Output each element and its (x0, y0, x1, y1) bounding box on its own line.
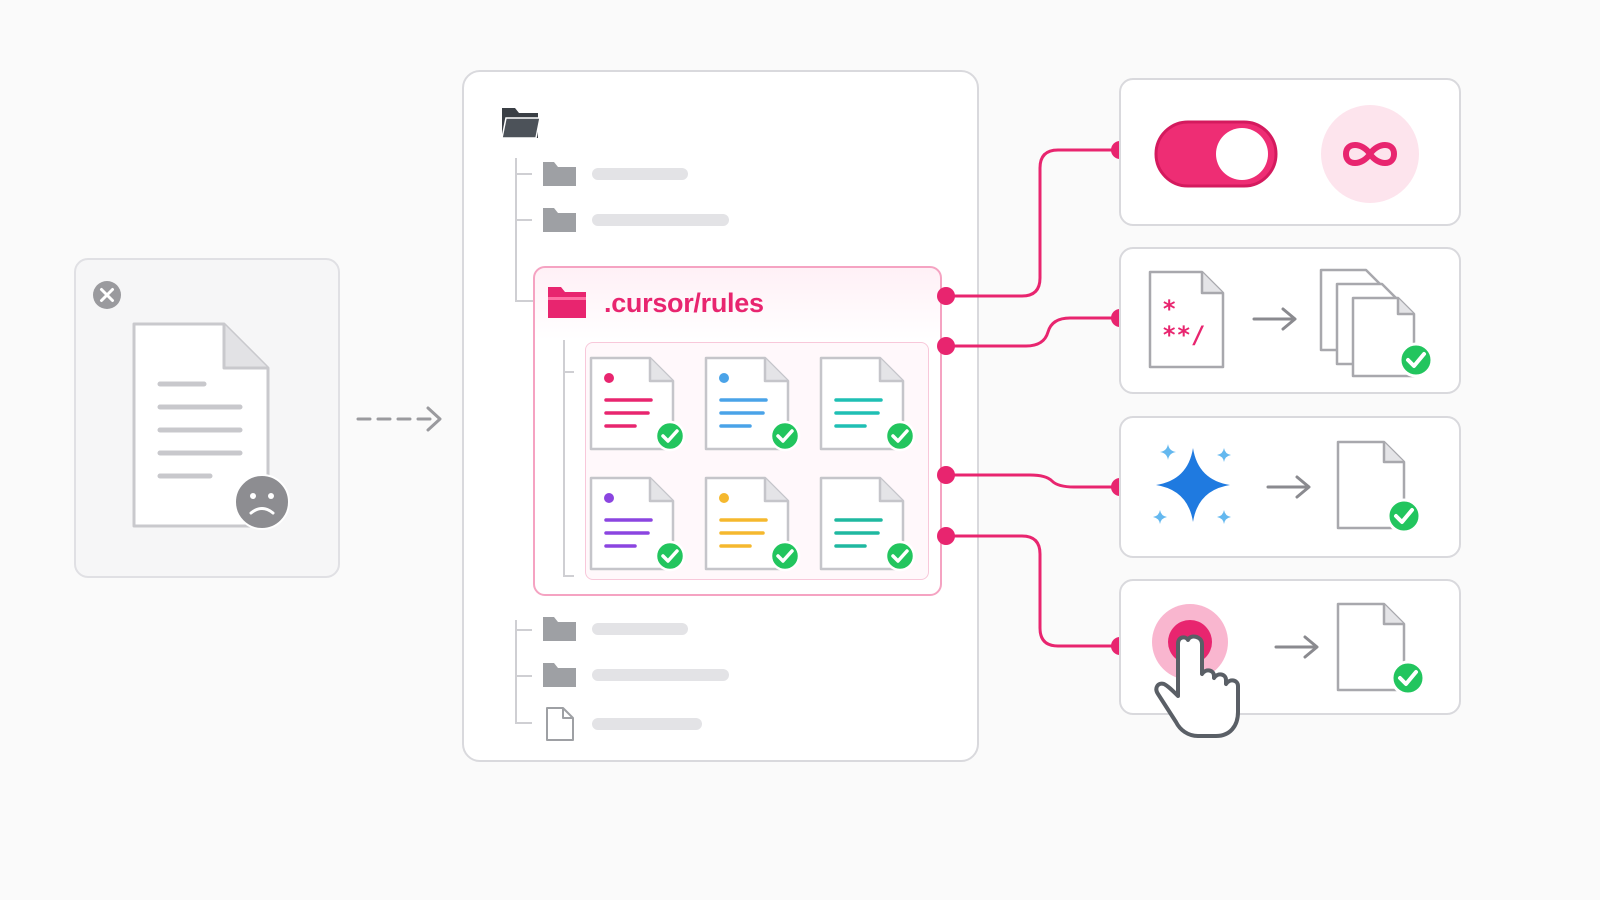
rule-file-icon[interactable] (818, 355, 918, 455)
file-name-placeholder (592, 718, 702, 730)
folder-name-placeholder (592, 168, 688, 180)
arrow-icon (1274, 635, 1319, 659)
folder-icon[interactable] (542, 615, 578, 643)
close-icon[interactable] (90, 278, 124, 312)
arrow-icon (1252, 307, 1297, 331)
folder-name-placeholder (592, 623, 688, 635)
rule-file-icon[interactable] (818, 475, 918, 575)
folder-name-placeholder (592, 214, 729, 226)
rules-folder-label[interactable]: .cursor/rules (604, 288, 764, 318)
infinity-icon (1321, 105, 1419, 203)
rule-file-icon[interactable] (588, 355, 688, 455)
glob-pattern-text: * **/ (1162, 296, 1205, 348)
file-check-icon (1336, 602, 1426, 696)
arrow-icon (1266, 475, 1311, 499)
glob-pattern-line: **/ (1162, 321, 1206, 349)
file-check-icon (1336, 440, 1422, 534)
folder-icon[interactable] (542, 206, 578, 234)
rule-file-icon[interactable] (588, 475, 688, 575)
folder-icon[interactable] (542, 160, 578, 188)
toggle-icon[interactable] (1152, 118, 1280, 190)
sparkle-icon (1153, 444, 1231, 524)
glob-file-icon (1148, 270, 1225, 369)
sad-face-icon (234, 474, 290, 530)
copies-icon (1319, 268, 1434, 378)
file-icon[interactable] (544, 706, 576, 742)
migration-arrow (356, 406, 442, 432)
glob-pattern-line: * (1162, 295, 1177, 323)
rules-tree-lines (563, 340, 574, 577)
folder-name-placeholder (592, 669, 729, 681)
open-folder-icon[interactable] (500, 104, 542, 140)
rule-file-icon[interactable] (703, 355, 803, 455)
folder-icon[interactable] (542, 661, 578, 689)
rules-folder-icon[interactable] (546, 284, 588, 320)
hand-pointer-icon (1152, 604, 1240, 738)
tree-lines (515, 158, 536, 724)
rule-file-icon[interactable] (703, 475, 803, 575)
document-icon (132, 322, 270, 528)
